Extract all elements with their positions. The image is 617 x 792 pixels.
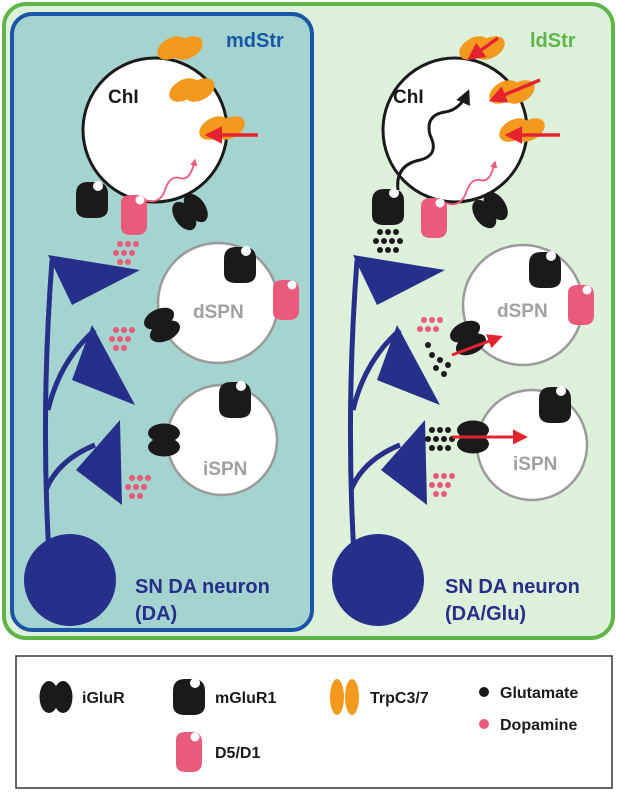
d5d1-icon xyxy=(273,280,299,320)
legend-trpc: TrpC3/7 xyxy=(370,690,429,707)
mglur1-icon xyxy=(219,381,251,418)
calcium-arrow xyxy=(467,36,500,61)
legend-glutamate: Glutamate xyxy=(500,685,578,702)
dopamine-release xyxy=(109,327,135,351)
mglur1-icon xyxy=(529,251,561,288)
sn-da-neuron-left xyxy=(24,255,140,626)
sn-da-neuron-right xyxy=(332,255,445,626)
glutamate-release xyxy=(425,342,451,377)
calcium-arrow xyxy=(451,334,503,357)
mglur1-icon xyxy=(539,386,571,423)
dopamine-dot-icon xyxy=(479,719,489,729)
neuron-label-right-1: SN DA neuron xyxy=(445,576,580,598)
mdstr-title: mdStr xyxy=(226,30,284,52)
calcium-arrow xyxy=(488,78,541,103)
glutamate-dot-icon xyxy=(479,687,489,697)
neuron-label-right-2: (DA/Glu) xyxy=(445,603,526,625)
legend-iglur: iGluR xyxy=(82,690,125,707)
d5d1-icon xyxy=(176,732,202,772)
legend-dopamine: Dopamine xyxy=(500,717,577,734)
signal-arrow xyxy=(396,89,470,191)
dopamine-release xyxy=(125,475,151,499)
dspn-label-right: dSPN xyxy=(497,301,548,322)
ldstr-title: ldStr xyxy=(530,30,576,52)
mglur1-icon xyxy=(173,678,205,715)
mglur1-icon xyxy=(76,181,108,218)
signal-arrow xyxy=(144,158,198,203)
glutamate-release xyxy=(373,229,403,253)
mglur1-icon xyxy=(372,188,404,225)
ispn-label-right: iSPN xyxy=(513,454,557,475)
chi-label-right: ChI xyxy=(393,87,424,108)
ispn-label-left: iSPN xyxy=(203,459,247,480)
d5d1-icon xyxy=(568,285,594,325)
signal-arrow xyxy=(445,160,498,206)
legend-mglur1: mGluR1 xyxy=(215,690,276,707)
dopamine-release xyxy=(113,241,139,265)
chi-label-left: ChI xyxy=(108,87,139,108)
mglur1-icon xyxy=(224,246,256,283)
trpc-icon xyxy=(330,679,359,715)
d5d1-icon xyxy=(421,198,447,238)
legend-box xyxy=(15,655,613,789)
dspn-label-left: dSPN xyxy=(193,302,244,323)
neuron-label-left-1: SN DA neuron xyxy=(135,576,270,598)
d5d1-icon xyxy=(121,195,147,235)
dopamine-release xyxy=(417,317,443,332)
dopamine-release xyxy=(429,473,455,497)
legend-d5d1: D5/D1 xyxy=(215,745,260,762)
neuron-label-left-2: (DA) xyxy=(135,603,177,625)
